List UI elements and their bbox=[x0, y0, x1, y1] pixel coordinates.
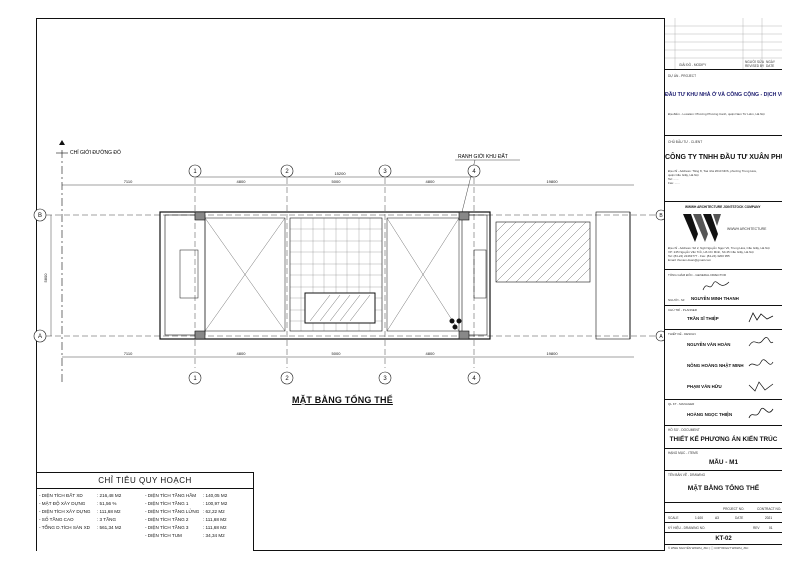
grid-bubble-top-1: 1 bbox=[193, 169, 197, 175]
planning-row: - DIỆN TÍCH ĐẤT XD: 216,48 M2 bbox=[39, 493, 122, 498]
dim-top-2: 4800 bbox=[237, 179, 247, 184]
title-block: GIẢI ĐỒ - MODIFY NGƯỜI SỬA REVISED BY NG… bbox=[664, 18, 782, 551]
planning-row: - DIỆN TÍCH TẦNG 3: 111,68 M2 bbox=[145, 525, 227, 530]
land-boundary-label: RANH GIỚI KHU ĐẤT bbox=[458, 153, 508, 160]
manager-box: QL KT - MANAGER HOÀNG NGỌC THIỆN bbox=[665, 400, 782, 426]
grid-bubble-right-a: A bbox=[659, 334, 663, 340]
grid-bubble-bottom-3: 3 bbox=[383, 376, 387, 382]
client-name: CÔNG TY TNHH ĐẦU TƯ XUÂN PHƯƠNG bbox=[665, 154, 782, 161]
planning-row: - DIỆN TÍCH TUM: 34,34 M2 bbox=[145, 533, 225, 538]
planning-row: - DIỆN TÍCH TẦNG 1: 100,97 M2 bbox=[145, 501, 228, 506]
grid-bubble-left-a: A bbox=[38, 334, 42, 340]
client-box: CHỦ ĐẦU TƯ - CLIENT CÔNG TY TNHH ĐẦU TƯ … bbox=[665, 136, 782, 202]
road-boundary-marker bbox=[56, 140, 68, 154]
dim-top-1: 7110 bbox=[124, 179, 133, 184]
document-name: THIẾT KẾ PHƯƠNG ÁN KIẾN TRÚC bbox=[669, 436, 778, 443]
designer-signature-2 bbox=[748, 359, 774, 367]
manager-name: HOÀNG NGỌC THIỆN bbox=[687, 412, 733, 417]
year: 2021 bbox=[765, 516, 773, 520]
dim-top-5: 19800 bbox=[546, 179, 558, 184]
designer-signature-3 bbox=[748, 381, 774, 392]
scale-value: 1:100 bbox=[695, 516, 703, 520]
planning-row: - TỔNG D.TÍCH SÀN XD: 561,34 M2 bbox=[39, 525, 122, 530]
firm-box: WWWH ARCHITECTURE JOINTSTOCK COMPANY WWW… bbox=[665, 202, 782, 270]
drawing-name: MẶT BẰNG TỔNG THỂ bbox=[687, 485, 760, 492]
paper-size: A3 bbox=[715, 516, 719, 520]
director-signature bbox=[702, 281, 730, 291]
grid-bubble-left-b: B bbox=[38, 213, 42, 219]
dim-bottom-2: 4800 bbox=[237, 351, 247, 356]
planning-row: - SỐ TẦNG CAO: 3 TẦNG bbox=[39, 517, 117, 522]
grid-bubble-top-4: 4 bbox=[472, 169, 476, 175]
designer-name-2: NÔNG HOÀNG NHẬT MINH bbox=[687, 363, 744, 368]
grid-bubble-bottom-1: 1 bbox=[193, 376, 197, 382]
document-box: HỒ SƠ - DOCUMENT THIẾT KẾ PHƯƠNG ÁN KIẾN… bbox=[665, 426, 782, 449]
item-name: MẪU - M1 bbox=[708, 459, 739, 466]
sheet-number-box: KT-02 bbox=[665, 533, 782, 545]
planning-table-title: CHỈ TIÊU QUY HOẠCH bbox=[37, 473, 253, 489]
road-boundary-label: CHỈ GIỚI ĐƯỜNG ĐỎ bbox=[70, 149, 121, 156]
drawing-name-box: TÊN BẢN VẼ - DRAWING MẶT BẰNG TỔNG THỂ bbox=[665, 471, 782, 503]
revision-number: 01 bbox=[769, 526, 773, 530]
dim-bottom-3: 5000 bbox=[332, 351, 342, 356]
grid-bubble-bottom-2: 2 bbox=[285, 376, 289, 382]
dim-bottom-1: 7110 bbox=[124, 351, 133, 356]
planning-table: CHỈ TIÊU QUY HOẠCH - DIỆN TÍCH ĐẤT XD: 2… bbox=[37, 472, 254, 551]
revision-box: GIẢI ĐỒ - MODIFY NGƯỜI SỬA REVISED BY NG… bbox=[665, 18, 782, 70]
plan-title: MẶT BẰNG TỔNG THỂ bbox=[292, 395, 393, 405]
planning-row: - DIỆN TÍCH XÂY DỰNG: 111,68 M2 bbox=[39, 509, 121, 514]
director-box: TỔNG GIÁM ĐỐC - GENERAL DIRECTOR NGƯỜI -… bbox=[665, 270, 782, 306]
grid-bubble-right-b: B bbox=[659, 213, 663, 219]
planning-row: - DIỆN TÍCH TẦNG HẦM: 140,05 M2 bbox=[145, 493, 228, 498]
designer-name-3: PHẠM VĂN HỮU bbox=[687, 384, 722, 389]
project-box: DỰ ÁN - PROJECT ĐẦU TƯ KHU NHÀ Ở VÀ CÔNG… bbox=[665, 70, 782, 136]
director-name: NGUYỄN MINH THANH bbox=[691, 296, 739, 301]
designer-name-1: NGUYỄN VĂN HOÀN bbox=[687, 342, 731, 347]
dim-side: 5800 bbox=[43, 273, 48, 283]
planning-col-right: - DIỆN TÍCH TẦNG HẦM: 140,05 M2 - DIỆN T… bbox=[145, 492, 251, 540]
planning-col-left: - DIỆN TÍCH ĐẤT XD: 216,48 M2 - MẬT ĐỘ X… bbox=[39, 492, 145, 540]
scale-box: SCALE 1:100 A3 DATE 2021 bbox=[665, 513, 782, 523]
designer-signature-1 bbox=[748, 337, 774, 347]
firm-logo-icon bbox=[683, 214, 721, 242]
project-meta-box: PROJECT NO. CONTRACT NO. bbox=[665, 503, 782, 513]
dim-top-4: 4800 bbox=[426, 179, 436, 184]
project-name: ĐẦU TƯ KHU NHÀ Ở VÀ CÔNG CỘNG - DỊCH VỤ bbox=[665, 92, 782, 98]
grid-bubble-top-2: 2 bbox=[285, 169, 289, 175]
copyright: © WWH NGUYỄN WWWH_JSC | ⓒ COPYRIGHT WWWH… bbox=[668, 546, 749, 550]
manager-signature bbox=[748, 407, 774, 419]
dim-bottom-4: 4800 bbox=[426, 351, 436, 356]
chief-name: TRẦN SĨ THIỆP bbox=[687, 316, 719, 321]
chief-box: CHỦ TRÌ - PLANNER TRẦN SĨ THIỆP bbox=[665, 306, 782, 330]
building-outline bbox=[159, 211, 491, 340]
planning-row: - DIỆN TÍCH TẦNG 2: 111,68 M2 bbox=[145, 517, 227, 522]
planning-row: - DIỆN TÍCH TẦNG LỬNG: 62,22 M2 bbox=[145, 509, 225, 514]
item-box: HẠNG MỤC - ITEMS MẪU - M1 bbox=[665, 449, 782, 471]
dim-total: 15200 bbox=[334, 171, 346, 176]
dim-bottom-5: 19800 bbox=[546, 351, 558, 356]
grid-bubble-bottom-4: 4 bbox=[472, 376, 476, 382]
sheet-number: KT-02 bbox=[715, 536, 732, 542]
planning-row: - MẬT ĐỘ XÂY DỰNG: 51,56 % bbox=[39, 501, 117, 506]
design-box: THIẾT KẾ - DESIGN NGUYỄN VĂN HOÀN NÔNG H… bbox=[665, 330, 782, 400]
sheet-label-box: KÝ HIỆU - DRAWING NO. REV 01 bbox=[665, 523, 782, 533]
site-plan-drawing: CHỈ GIỚI ĐƯỜNG ĐỎ RANH GIỚI KHU ĐẤT 1 2 … bbox=[33, 140, 664, 385]
chief-signature bbox=[748, 312, 774, 323]
grid-bubble-top-3: 3 bbox=[383, 169, 387, 175]
dim-top-3: 5000 bbox=[332, 179, 342, 184]
revision-header: GIẢI ĐỒ - MODIFY bbox=[679, 63, 707, 67]
copyright-box: © WWH NGUYỄN WWWH_JSC | ⓒ COPYRIGHT WWWH… bbox=[665, 545, 782, 551]
